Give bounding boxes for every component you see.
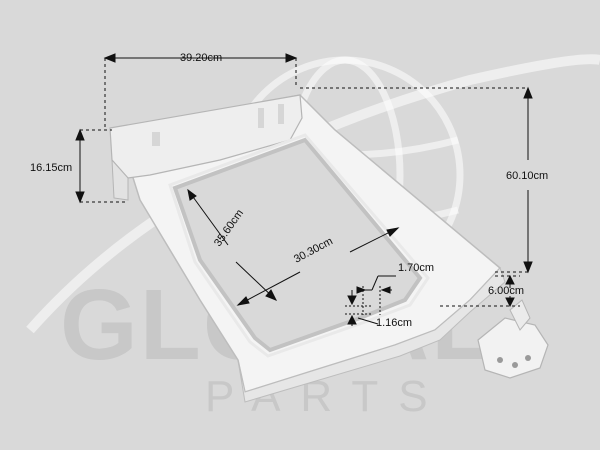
dimension-width-top: 39.20cm	[180, 52, 223, 64]
dimension-hinge-slot-depth: 1.16cm	[376, 317, 413, 329]
hinge-part	[477, 299, 549, 379]
dimension-hinge-slot-width: 1.70cm	[398, 262, 435, 274]
dimension-depth-overall: 60.10cm	[506, 170, 549, 182]
top-cover-frame	[109, 94, 506, 403]
dimension-height-back-panel: 16.15cm	[30, 162, 73, 174]
dimension-lines	[75, 53, 533, 326]
dimension-hinge-height: 6.00cm	[488, 285, 525, 297]
